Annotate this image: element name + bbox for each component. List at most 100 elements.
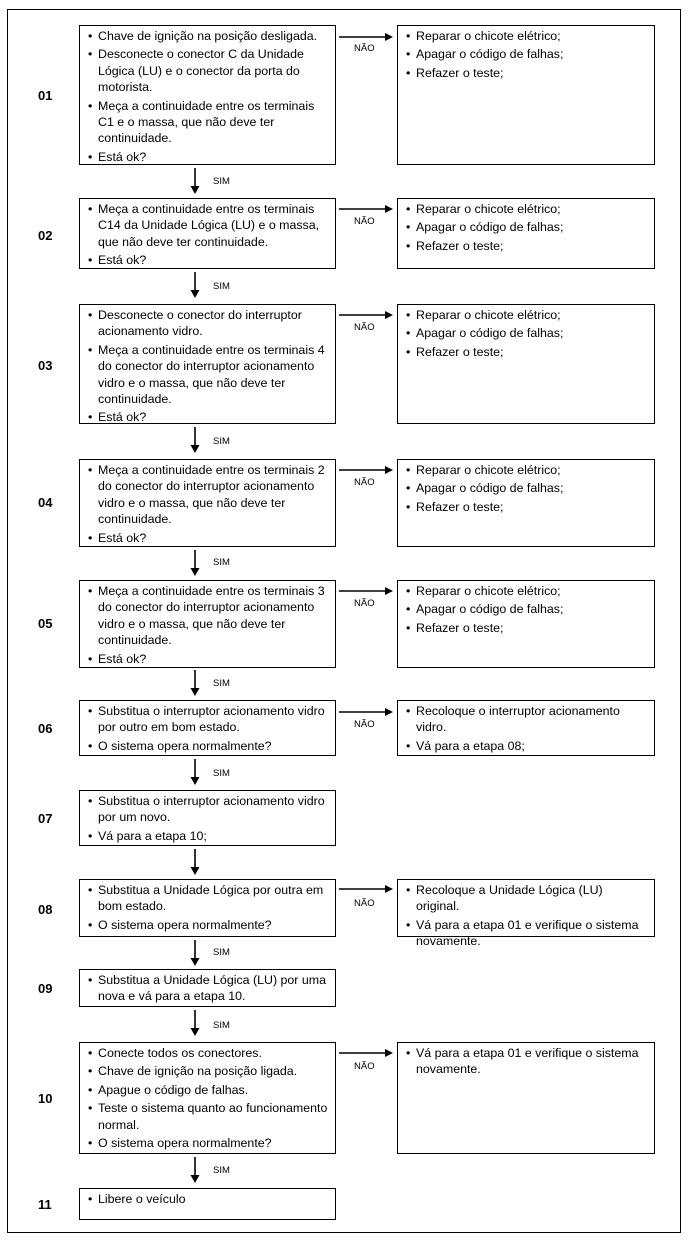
step-box: Substitua a Unidade Lógica por outra em …	[79, 879, 336, 937]
sim-label: SIM	[213, 678, 230, 689]
step-number: 10	[38, 1091, 53, 1106]
step-box: Meça a continuidade entre os terminais 2…	[79, 459, 336, 547]
step-number: 02	[38, 228, 53, 243]
nao-label: NÃO	[354, 1061, 375, 1072]
step-item: O sistema opera normalmente?	[88, 738, 330, 755]
diagram-frame	[7, 9, 681, 1233]
nao-label: NÃO	[354, 216, 375, 227]
nao-item: Reparar o chicote elétrico;	[406, 28, 649, 45]
nao-item: Apagar o código de falhas;	[406, 480, 649, 497]
nao-item: Apagar o código de falhas;	[406, 325, 649, 342]
nao-item: Refazer o teste;	[406, 65, 649, 82]
step-item: Está ok?	[88, 530, 330, 547]
nao-item: Vá para a etapa 01 e verifique o sistema…	[406, 917, 649, 950]
nao-arrow	[339, 311, 393, 319]
step-item: Substitua o interruptor acionamento vidr…	[88, 703, 330, 736]
step-number: 03	[38, 358, 53, 373]
step-item: Vá para a etapa 10;	[88, 828, 330, 845]
sim-arrow	[190, 272, 200, 298]
sim-arrow	[190, 940, 200, 966]
step-item: Conecte todos os conectores.	[88, 1045, 330, 1062]
nao-arrow	[339, 587, 393, 595]
step-item: Chave de ignição na posição desligada.	[88, 28, 330, 45]
sim-label: SIM	[213, 1020, 230, 1031]
sim-arrow	[190, 427, 200, 453]
nao-item: Refazer o teste;	[406, 499, 649, 516]
step-item: Chave de ignição na posição ligada.	[88, 1063, 330, 1080]
nao-box: Reparar o chicote elétrico; Apagar o cód…	[397, 580, 655, 668]
step-number: 09	[38, 981, 53, 996]
step-item: O sistema opera normalmente?	[88, 1135, 330, 1152]
sim-arrow	[190, 1010, 200, 1036]
sim-label: SIM	[213, 1165, 230, 1176]
nao-arrow	[339, 466, 393, 474]
nao-item: Recoloque a Unidade Lógica (LU) original…	[406, 882, 649, 915]
nao-label: NÃO	[354, 898, 375, 909]
step-item: Meça a continuidade entre os terminais 4…	[88, 342, 330, 408]
step-item: Está ok?	[88, 651, 330, 668]
step-item: Meça a continuidade entre os terminais C…	[88, 98, 330, 147]
step-box: Desconecte o conector do interruptor aci…	[79, 304, 336, 426]
step-number: 11	[38, 1197, 52, 1212]
nao-item: Refazer o teste;	[406, 620, 649, 637]
nao-box: Vá para a etapa 01 e verifique o sistema…	[397, 1042, 655, 1154]
flow-arrow	[190, 849, 200, 875]
nao-label: NÃO	[354, 598, 375, 609]
step-box: Chave de ignição na posição desligada. D…	[79, 25, 336, 166]
step-item: Desconecte o conector C da Unidade Lógic…	[88, 46, 330, 95]
nao-item: Apagar o código de falhas;	[406, 46, 649, 63]
step-item: Apague o código de falhas.	[88, 1082, 330, 1099]
nao-item: Vá para a etapa 01 e verifique o sistema…	[406, 1045, 649, 1078]
nao-box: Reparar o chicote elétrico; Apagar o cód…	[397, 459, 655, 547]
step-box: Libere o veículo	[79, 1188, 336, 1220]
step-number: 05	[38, 616, 53, 631]
sim-arrow	[190, 168, 200, 194]
sim-label: SIM	[213, 436, 230, 447]
nao-box: Recoloque a Unidade Lógica (LU) original…	[397, 879, 655, 948]
nao-box: Reparar o chicote elétrico; Apagar o cód…	[397, 25, 655, 165]
sim-arrow	[190, 1157, 200, 1183]
nao-label: NÃO	[354, 719, 375, 730]
nao-label: NÃO	[354, 322, 375, 333]
nao-item: Refazer o teste;	[406, 238, 649, 255]
sim-arrow	[190, 759, 200, 785]
sim-label: SIM	[213, 947, 230, 958]
nao-item: Reparar o chicote elétrico;	[406, 583, 649, 600]
step-item: Substitua a Unidade Lógica por outra em …	[88, 882, 330, 915]
step-item: Está ok?	[88, 149, 330, 166]
step-item: Meça a continuidade entre os terminais 3…	[88, 583, 330, 649]
nao-label: NÃO	[354, 477, 375, 488]
nao-item: Apagar o código de falhas;	[406, 219, 649, 236]
step-item: Libere o veículo	[88, 1191, 330, 1208]
step-number: 08	[38, 902, 53, 917]
step-box: Substitua o interruptor acionamento vidr…	[79, 700, 336, 756]
step-item: Está ok?	[88, 252, 330, 269]
step-box: Substitua a Unidade Lógica (LU) por uma …	[79, 969, 336, 1007]
step-box: Conecte todos os conectores. Chave de ig…	[79, 1042, 336, 1154]
nao-item: Reparar o chicote elétrico;	[406, 462, 649, 479]
step-number: 01	[38, 88, 53, 103]
step-item: Meça a continuidade entre os terminais C…	[88, 201, 330, 250]
nao-box: Recoloque o interruptor acionamento vidr…	[397, 700, 655, 756]
step-item: Está ok?	[88, 409, 330, 426]
sim-label: SIM	[213, 768, 230, 779]
step-item: Substitua o interruptor acionamento vidr…	[88, 793, 330, 826]
step-box: Substitua o interruptor acionamento vidr…	[79, 790, 336, 846]
nao-arrow	[339, 33, 393, 41]
nao-label: NÃO	[354, 43, 375, 54]
step-number: 06	[38, 721, 53, 736]
nao-item: Refazer o teste;	[406, 344, 649, 361]
step-number: 07	[38, 811, 53, 826]
step-item: Desconecte o conector do interruptor aci…	[88, 307, 330, 340]
nao-arrow	[339, 205, 393, 213]
sim-arrow	[190, 550, 200, 576]
step-item: Meça a continuidade entre os terminais 2…	[88, 462, 330, 528]
nao-item: Recoloque o interruptor acionamento vidr…	[406, 703, 649, 736]
step-item: O sistema opera normalmente?	[88, 917, 330, 934]
step-box: Meça a continuidade entre os terminais 3…	[79, 580, 336, 668]
sim-label: SIM	[213, 281, 230, 292]
step-item: Teste o sistema quanto ao funcionamento …	[88, 1100, 330, 1133]
nao-item: Reparar o chicote elétrico;	[406, 307, 649, 324]
nao-arrow	[339, 885, 393, 893]
step-box: Meça a continuidade entre os terminais C…	[79, 198, 336, 269]
